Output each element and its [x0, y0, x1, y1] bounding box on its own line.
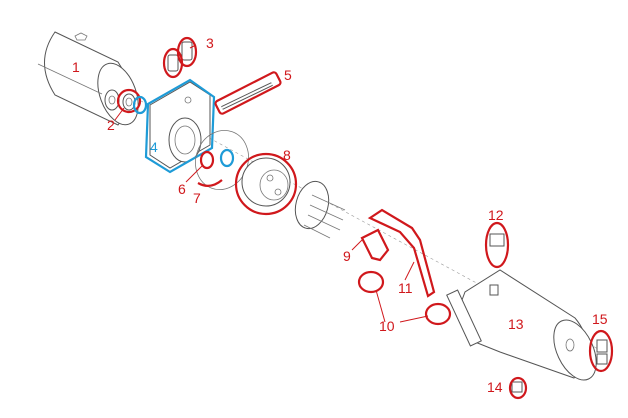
label-5: 5 — [284, 67, 292, 83]
leader-6 — [185, 165, 203, 183]
part-pump-housing — [144, 78, 216, 174]
label-3: 3 — [206, 35, 214, 51]
leader-11 — [404, 261, 415, 281]
part-elbow-pipe — [360, 228, 390, 262]
label-11: 11 — [398, 280, 413, 296]
part-motor — [37, 31, 139, 126]
leader-3 — [189, 44, 197, 49]
label-8: 8 — [283, 147, 291, 163]
label-6: 6 — [178, 181, 186, 197]
highlight-seal — [116, 88, 142, 114]
leader-9 — [351, 239, 363, 251]
part-end-plate — [294, 180, 346, 239]
highlight-oring-small — [132, 95, 148, 115]
label-13: 13 — [508, 316, 524, 332]
part-seal — [116, 88, 142, 114]
highlight-filter-b — [424, 302, 452, 326]
part-suction-pipe — [367, 208, 436, 298]
part-fittings — [162, 36, 198, 79]
label-10: 10 — [379, 318, 395, 334]
part-return-fitting — [588, 329, 614, 373]
leader-10a — [375, 289, 386, 323]
part-gear-pump — [234, 152, 298, 216]
leader-2 — [114, 107, 125, 121]
highlight-filter-a — [357, 270, 385, 294]
label-2: 2 — [107, 117, 115, 133]
part-reservoir-tank — [446, 269, 597, 381]
highlight-oring-blue — [219, 148, 235, 168]
part-drain-plug — [508, 376, 528, 400]
label-15: 15 — [592, 311, 608, 327]
label-4: 4 — [150, 139, 158, 155]
part-filler-cap — [484, 221, 510, 269]
leader-10b — [399, 315, 429, 323]
label-7: 7 — [193, 190, 201, 206]
label-12: 12 — [488, 207, 504, 223]
label-1: 1 — [72, 59, 80, 75]
highlight-oring-6 — [199, 150, 215, 170]
label-9: 9 — [343, 248, 351, 264]
label-14: 14 — [487, 379, 503, 395]
highlight-gasket-arc — [197, 179, 223, 187]
part-relief-valve — [214, 71, 282, 115]
